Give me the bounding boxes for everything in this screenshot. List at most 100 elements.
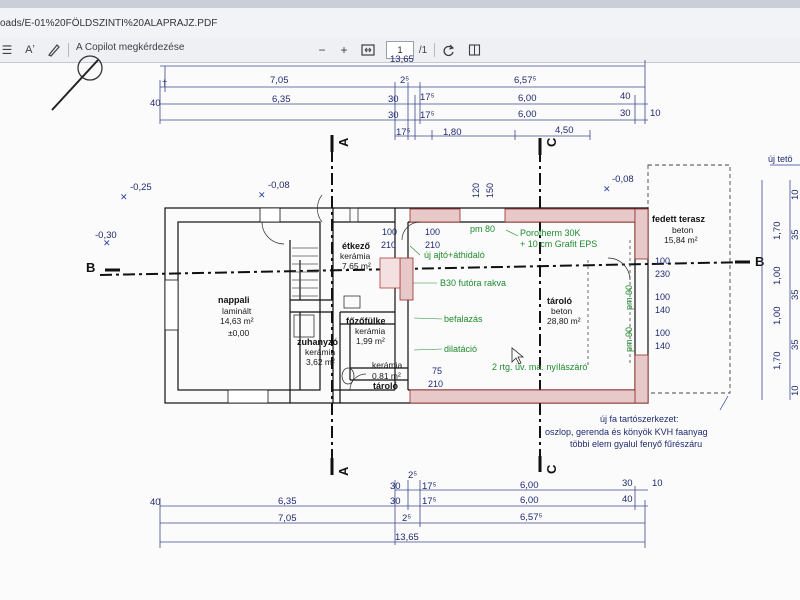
note-pm90-b: pm 90 [624,327,634,352]
stair [292,247,318,297]
note-nyilaszaro: 2 rtg. üv. ma. nyílászáró [492,362,587,372]
open-d1a: 100 [382,227,397,237]
zoom-out-button[interactable]: − [318,43,326,57]
dim-top-r2-c: 30 [388,94,399,105]
page-view-icon[interactable] [464,40,484,60]
axis-c-bottom: C [544,464,559,474]
note-tarto-2: oszlop, gerenda és könyök KVH faanyag [545,427,708,437]
pdf-page [0,63,800,600]
note-tarto-1: új fa tartószerkezet: [600,414,679,424]
open-w2a: 100 [655,292,670,302]
dim-bot-overall: 13,65 [395,532,419,543]
dim-bot-r3-a: 7,05 [278,513,297,524]
hidden-lines [587,240,631,365]
room-etkezo-floor: kerámia [340,251,371,261]
axis-b-right: B [755,254,764,269]
pdf-toolbar: ☰ Aʼ A Copilot megkérdezése − + 1 /1 [0,38,800,63]
north-arrow-icon [51,55,103,111]
room-nappali-area: 14,63 m² [220,316,254,326]
url-text[interactable]: oads/E-01%20FÖLDSZINTI%20ALAPRAJZ.PDF [0,17,218,29]
room-tarolo-big-name: tároló [547,296,573,306]
dim-bot-r1-d: 6,00 [520,480,539,491]
dim-top-r3-e: 10 [650,108,661,119]
right-dimension-lines [761,180,791,400]
zoom-in-button[interactable]: + [340,43,348,57]
level-l5: ±0,00 [228,328,249,338]
copilot-button[interactable]: A Copilot megkérdezése [76,42,185,53]
sidebar-toggle-icon[interactable]: ☰ [1,43,13,57]
open-d2b: 210 [425,240,440,250]
open-w2b: 140 [655,305,670,315]
text-tool-button[interactable]: Aʼ [25,44,35,56]
draw-pen-icon[interactable] [44,40,64,60]
svg-text:✕: ✕ [603,184,611,194]
room-tarolo-big-floor: beton [551,306,573,316]
dim-top-r1-a: 7,05 [270,75,289,86]
toolbar-separator [68,43,69,57]
section-lines [99,150,751,460]
level-l3: -0,30 [95,230,117,241]
level-l2: -0,08 [268,180,290,191]
axis-b-left: B [86,260,95,275]
room-fozofulke-floor: kerámia [355,326,386,336]
top-dimension-lines [159,60,648,140]
dim-bot-r2-b: 6,35 [278,496,297,507]
right-dim-2: 1,00 [772,267,783,286]
level-l1: -0,25 [130,182,152,193]
room-terasz-name: fedett terasz [652,214,706,224]
rotate-icon[interactable] [438,40,458,60]
dim-top-r1-b: 2⁵ [400,75,409,86]
page-number-input[interactable]: 1 [386,41,414,59]
dim-bot-r2-c: 30 [390,496,401,507]
note-pm90-a: pm 90 [624,285,634,310]
open-d3a: 75 [432,366,442,376]
open-w3b: 140 [655,341,670,351]
open-w1a: 100 [655,256,670,266]
tab-strip [0,0,800,8]
open-w1b: 230 [655,269,670,279]
edge-num-5: 10 [790,385,800,396]
address-bar[interactable]: oads/E-01%20FÖLDSZINTI%20ALAPRAJZ.PDF [0,8,800,39]
dim-bot-r1-a: 2⁵ [408,470,417,481]
note-befalazas: befalazás [444,314,483,324]
dim-top-r4-a: 17⁵ [396,127,411,138]
dim-bot-r1-e: 30 [622,478,633,489]
note-uj-ajto: új ajtó+áthidaló [424,250,485,260]
room-nappali-floor: laminált [222,306,252,316]
page-total: /1 [418,44,428,56]
fit-page-icon[interactable] [358,40,378,60]
mouse-cursor-icon [511,347,525,365]
room-tarolo-small-area: 0,81 m² [372,371,401,381]
note-tarto-3: többi elem gyalul fenyő fűrészáru [570,439,702,449]
dim-bot-r2-e: 6,00 [520,495,539,506]
room-zuhanyzo-floor: kerámia [305,347,336,357]
dim-top-r2-d: 17⁵ [420,92,435,103]
open-v150: 150 [485,183,495,198]
svg-text:✕: ✕ [120,192,128,202]
room-terasz-floor: beton [672,225,694,235]
dim-top-r3-b: 17⁵ [420,110,435,121]
door-swings [261,194,631,391]
note-leaders [409,229,519,351]
fixtures [293,207,401,385]
open-d2a: 100 [425,227,440,237]
bottom-dimension-lines [159,480,648,548]
dim-top-r2-f: 40 [620,91,631,102]
note-pm80: pm 80 [470,224,495,234]
dim-bot-r3-b: 2⁵ [402,513,411,524]
open-d3b: 210 [428,379,443,389]
edge-num-4: 35 [790,339,800,350]
room-zuhanyzo-name: zuhanyzó [297,337,339,347]
right-dim-3: 1,00 [772,307,783,326]
dim-top-r3-c: 6,00 [518,109,537,120]
dim-top-r2-b: 6,35 [272,94,291,105]
svg-text:✕: ✕ [103,238,111,248]
open-v120: 120 [471,183,481,198]
dim-bot-r1-f: 10 [652,478,663,489]
note-b30: B30 futóra rakva [440,278,506,288]
room-etkezo-name: étkező [342,241,371,251]
svg-text:✕: ✕ [258,190,266,200]
dim-bot-r2-d: 17⁵ [422,496,437,507]
